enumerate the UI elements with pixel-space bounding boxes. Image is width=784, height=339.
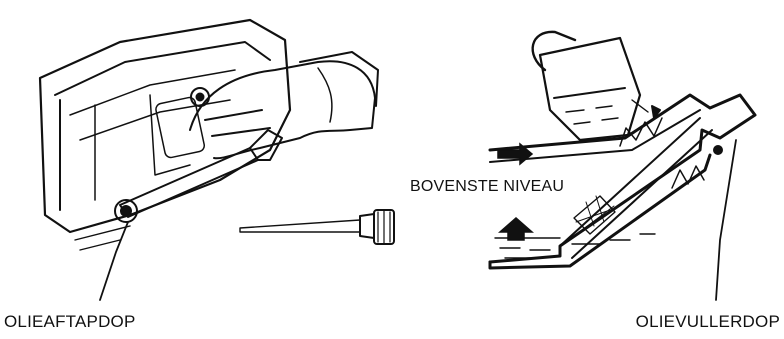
filler-plug-pointer-line [716,140,736,300]
upper-level-label: BOVENSTE NIVEAU [410,178,564,196]
drain-plug-bolt [240,210,394,244]
drain-plug-label: OLIEAFTAPDOP [4,312,136,332]
engine-crankcase-drawing [40,20,290,250]
wrench-drawing [115,130,282,222]
filler-plug-label: OLIEVULLERDOP [636,312,780,332]
up-arrow-icon [500,218,532,240]
drain-plug-pointer-line [100,222,128,300]
oil-jug-drawing [533,32,648,140]
hand-drawing [190,52,378,158]
